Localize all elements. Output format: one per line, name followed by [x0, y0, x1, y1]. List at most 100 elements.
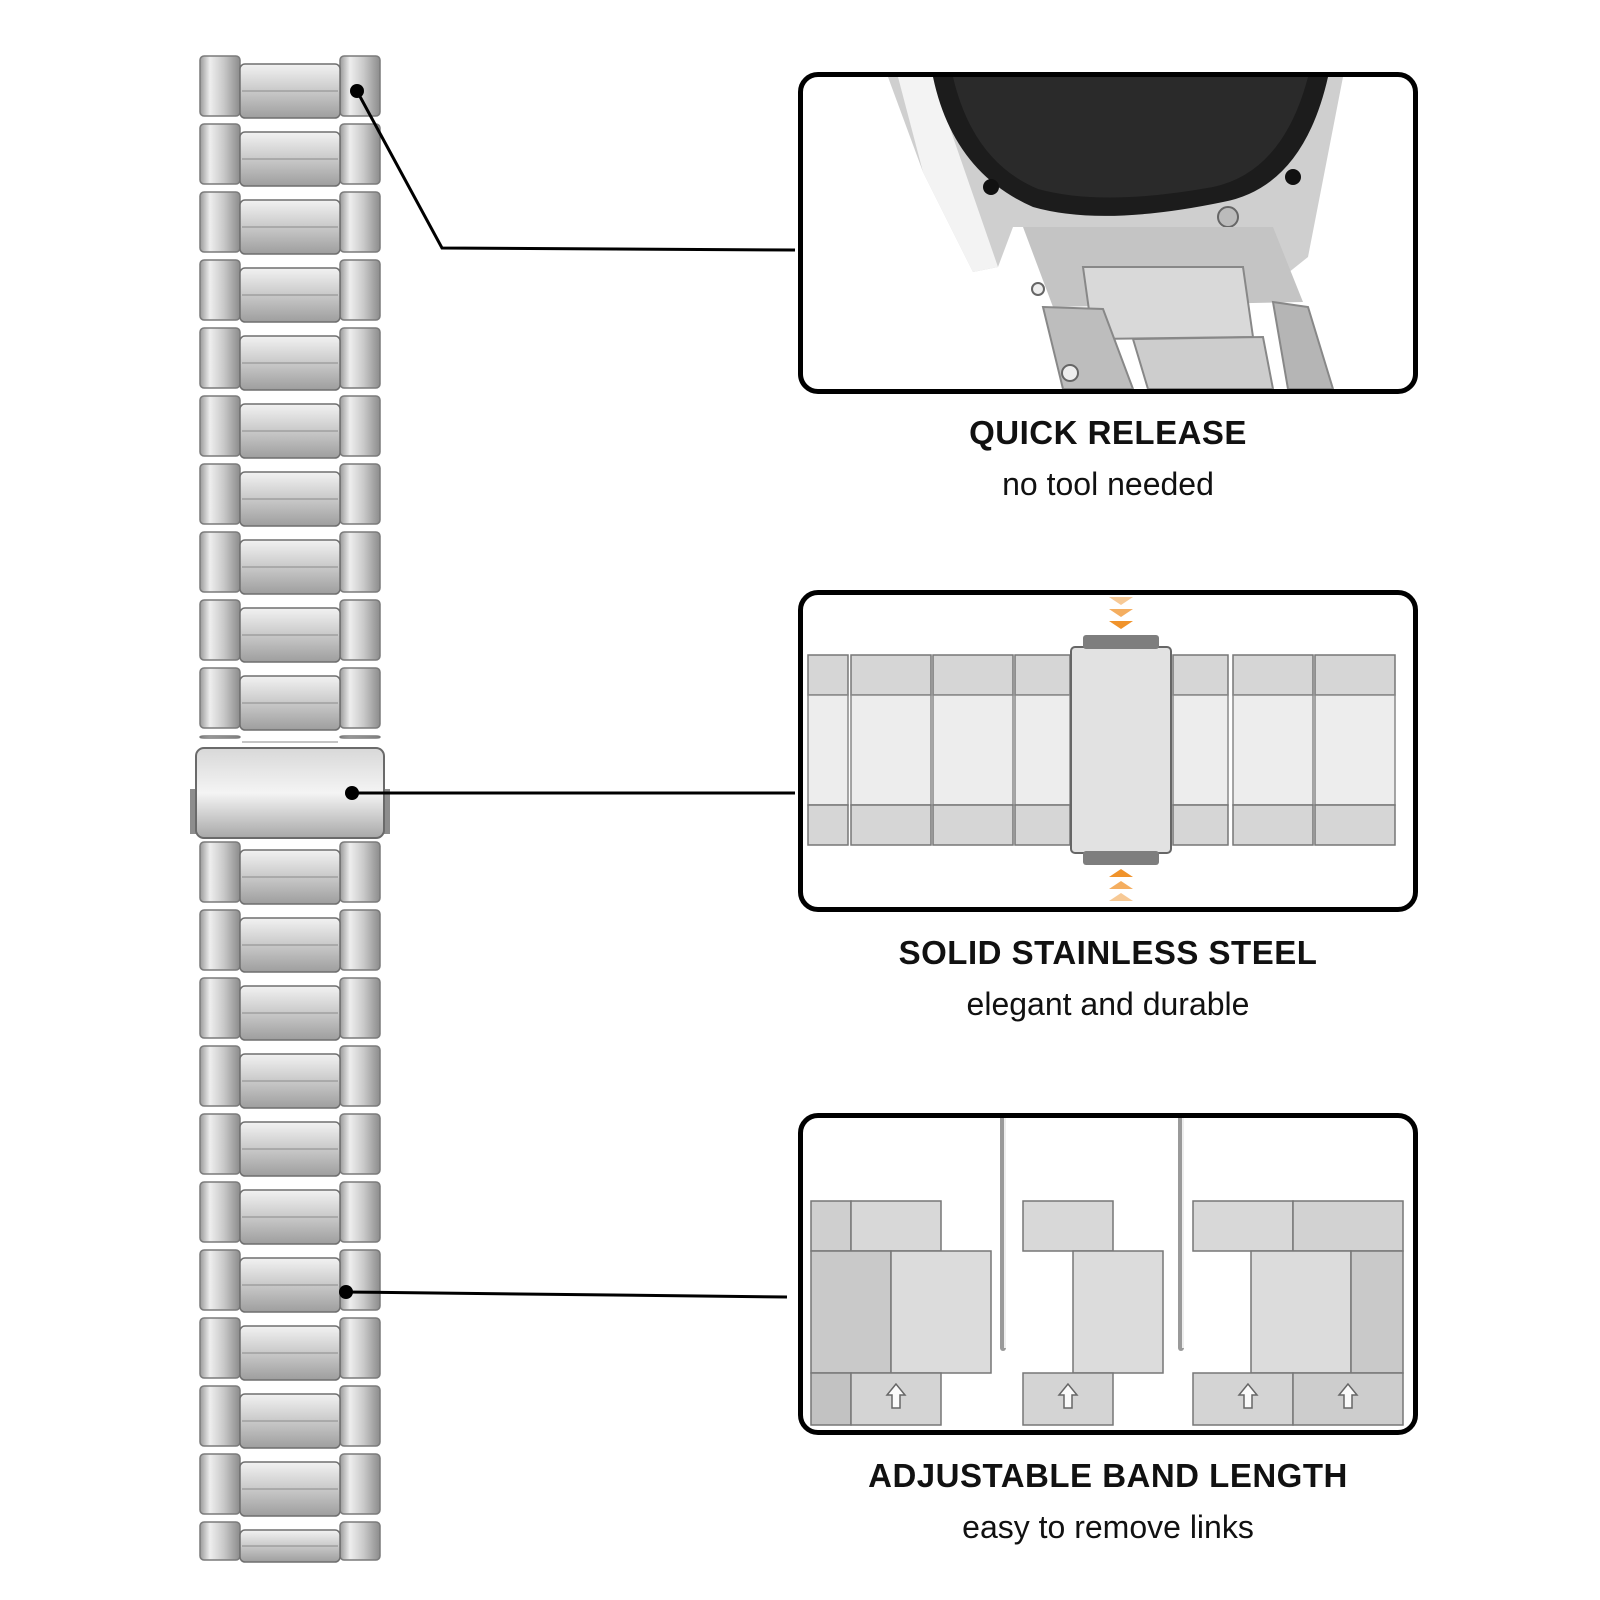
band-outer-link	[339, 667, 381, 729]
band-outer-link	[339, 1181, 381, 1243]
band-outer-link	[199, 259, 241, 321]
band-outer-link	[339, 463, 381, 525]
band-outer-link	[339, 1453, 381, 1515]
band-outer-link	[199, 841, 241, 903]
link-block	[1250, 1250, 1352, 1374]
band-outer-link	[339, 977, 381, 1039]
steel-clasp	[1070, 646, 1172, 854]
band-outer-link	[199, 667, 241, 729]
arrow-icon	[1109, 869, 1133, 877]
arrow-icon	[1237, 1382, 1259, 1409]
link-block	[1022, 1200, 1114, 1252]
band-outer-link	[199, 1249, 241, 1311]
steel-link-top	[1014, 654, 1071, 696]
band-outer-link	[339, 327, 381, 389]
arrow-icon	[1337, 1382, 1359, 1409]
steel-link-middle	[1314, 694, 1396, 806]
link-block	[1072, 1250, 1164, 1374]
link-block	[890, 1250, 992, 1374]
band-outer-link	[199, 1045, 241, 1107]
adjustable-links-panel	[798, 1113, 1418, 1435]
steel-link-bottom	[1232, 804, 1314, 846]
band-outer-link	[199, 1453, 241, 1515]
band-outer-link	[199, 395, 241, 457]
band-outer-link	[199, 55, 241, 117]
steel-link-middle	[850, 694, 932, 806]
arrow-icon	[1109, 621, 1133, 629]
band-outer-link	[199, 123, 241, 185]
band-outer-link	[199, 1317, 241, 1379]
arrow-icon	[1109, 609, 1133, 617]
arrow-icon	[1057, 1382, 1079, 1409]
steel-link-middle	[1232, 694, 1314, 806]
band-outer-link	[339, 191, 381, 253]
band-outer-link	[339, 123, 381, 185]
feature-subtitle: easy to remove links	[962, 1509, 1254, 1545]
band-outer-link	[199, 463, 241, 525]
band-outer-link	[199, 191, 241, 253]
stainless-steel-photo	[807, 597, 1396, 901]
steel-link-middle	[932, 694, 1014, 806]
band-outer-link	[339, 395, 381, 457]
steel-link-middle	[1172, 694, 1229, 806]
arrow-icon	[1109, 893, 1133, 901]
band-outer-link	[339, 1317, 381, 1379]
steel-link-top	[1314, 654, 1396, 696]
link-block	[850, 1200, 942, 1252]
caption-stainless-steel: SOLID STAINLESS STEEL elegant and durabl…	[798, 934, 1418, 1023]
band-outer-link	[199, 531, 241, 593]
band-outer-link	[199, 599, 241, 661]
feature-title: ADJUSTABLE BAND LENGTH	[868, 1457, 1348, 1494]
link-block	[1192, 1200, 1294, 1252]
quick-release-panel	[798, 72, 1418, 394]
band-outer-link	[339, 1385, 381, 1447]
band-outer-link	[199, 1181, 241, 1243]
link-block	[810, 1200, 852, 1252]
band-outer-link	[199, 909, 241, 971]
band-clasp	[195, 747, 385, 839]
band-outer-link	[339, 531, 381, 593]
leader-line-adjustable	[345, 1290, 788, 1299]
steel-clasp-tab	[1083, 635, 1159, 649]
stainless-steel-panel	[798, 590, 1418, 912]
caption-adjustable: ADJUSTABLE BAND LENGTH easy to remove li…	[798, 1457, 1418, 1546]
band-outer-link	[199, 1113, 241, 1175]
steel-link-bottom	[1172, 804, 1229, 846]
steel-link-bottom	[1314, 804, 1396, 846]
leader-line-quick-release	[355, 90, 796, 252]
adjustable-links-photo	[810, 1118, 1404, 1426]
band-outer-link	[339, 735, 381, 739]
quick-release-photo	[888, 77, 1343, 389]
link-block	[1192, 1372, 1294, 1426]
arrow-icon	[885, 1382, 907, 1409]
steel-link-top	[1232, 654, 1314, 696]
steel-clasp-tab	[1083, 851, 1159, 865]
arrow-icon	[1109, 597, 1133, 605]
band-outer-link	[199, 977, 241, 1039]
steel-link-bottom	[932, 804, 1014, 846]
steel-link-top	[807, 654, 849, 696]
steel-link-top	[850, 654, 932, 696]
caption-quick-release: QUICK RELEASE no tool needed	[798, 414, 1418, 503]
band-outer-link	[199, 1385, 241, 1447]
band-outer-link	[339, 841, 381, 903]
band-outer-link	[339, 1113, 381, 1175]
steel-link-bottom	[850, 804, 932, 846]
steel-link-middle	[807, 694, 849, 806]
link-block	[810, 1372, 852, 1426]
link-block	[1292, 1200, 1404, 1252]
feature-title: QUICK RELEASE	[969, 414, 1247, 451]
steel-link-top	[1172, 654, 1229, 696]
band-outer-link	[199, 1521, 241, 1561]
arrow-icon	[1109, 881, 1133, 889]
link-block	[810, 1250, 892, 1374]
band-outer-link	[339, 599, 381, 661]
band-outer-link	[339, 909, 381, 971]
steel-link-bottom	[807, 804, 849, 846]
band-outer-link	[199, 735, 241, 739]
band-outer-link	[339, 55, 381, 117]
link-block	[1350, 1250, 1404, 1374]
steel-link-bottom	[1014, 804, 1071, 846]
band-outer-link	[339, 1045, 381, 1107]
band-outer-link	[339, 1249, 381, 1311]
